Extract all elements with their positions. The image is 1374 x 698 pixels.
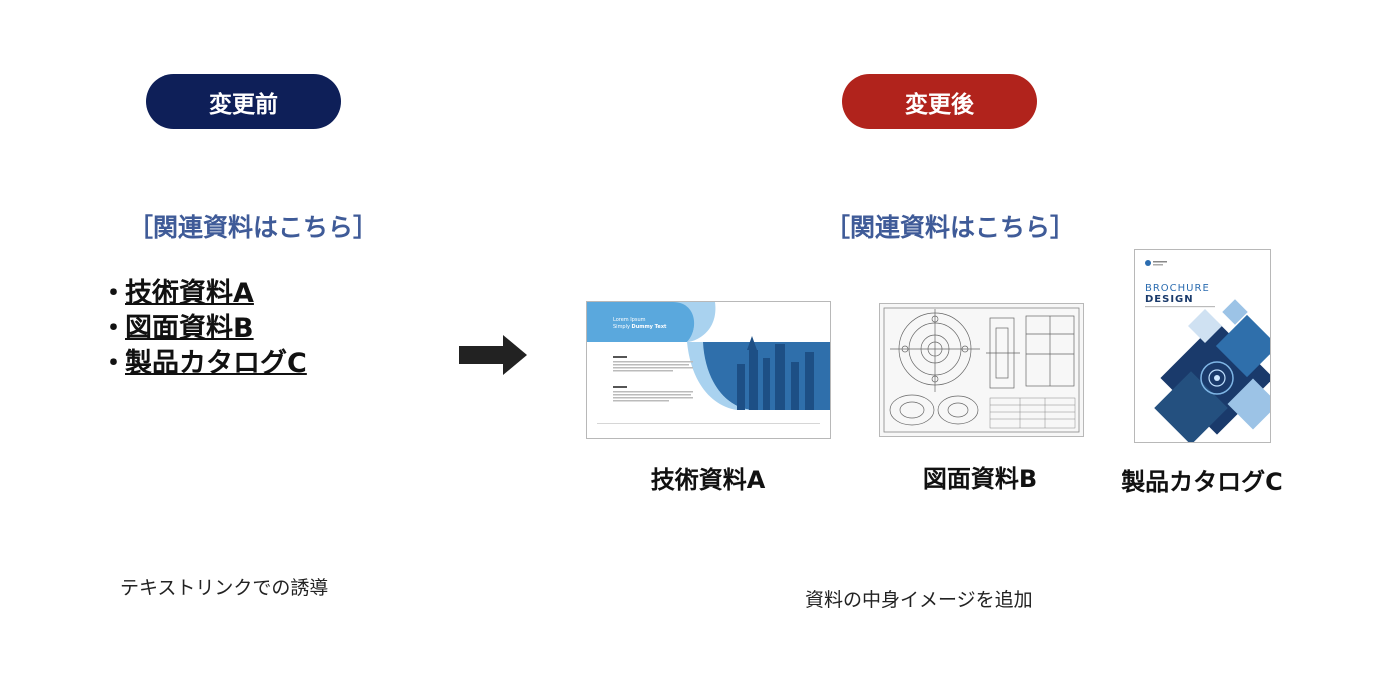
- text-link-list: ・技術資料A ・図面資料B ・製品カタログC: [100, 276, 307, 381]
- related-heading-after: ［関連資料はこちら］: [825, 213, 1076, 242]
- bullet: ・: [100, 313, 127, 344]
- link-catalog-c[interactable]: 製品カタログC: [125, 348, 307, 379]
- brochure-image: [1135, 250, 1270, 442]
- before-badge: 変更前: [146, 74, 341, 129]
- slide-image: [587, 302, 830, 438]
- right-arrow-icon: [459, 335, 527, 375]
- caption-before: テキストリンクでの誘導: [120, 577, 329, 599]
- link-technical-doc-a[interactable]: 技術資料A: [125, 278, 254, 309]
- bullet: ・: [100, 348, 127, 379]
- caption-after: 資料の中身イメージを追加: [805, 589, 1033, 611]
- list-item: ・製品カタログC: [100, 346, 307, 381]
- after-badge: 変更後: [842, 74, 1037, 129]
- doc-label-technical-a: 技術資料A: [650, 466, 766, 494]
- thumbnail-catalog-c[interactable]: BROCHURE DESIGN: [1134, 249, 1271, 443]
- doc-label-drawing-b: 図面資料B: [922, 465, 1038, 493]
- brochure-title: BROCHURE DESIGN: [1145, 283, 1210, 305]
- list-item: ・技術資料A: [100, 276, 307, 311]
- slide-title: Lorem Ipsum Simply Dummy Text: [613, 317, 667, 330]
- link-drawing-doc-b[interactable]: 図面資料B: [125, 313, 254, 344]
- bullet: ・: [100, 278, 127, 309]
- doc-label-catalog-c: 製品カタログC: [1121, 468, 1283, 496]
- related-heading-before: ［関連資料はこちら］: [128, 213, 379, 242]
- thumbnail-drawing-doc-b[interactable]: [879, 303, 1084, 437]
- list-item: ・図面資料B: [100, 311, 307, 346]
- drawing-image: [880, 304, 1083, 436]
- thumbnail-technical-doc-a[interactable]: Lorem Ipsum Simply Dummy Text: [586, 301, 831, 439]
